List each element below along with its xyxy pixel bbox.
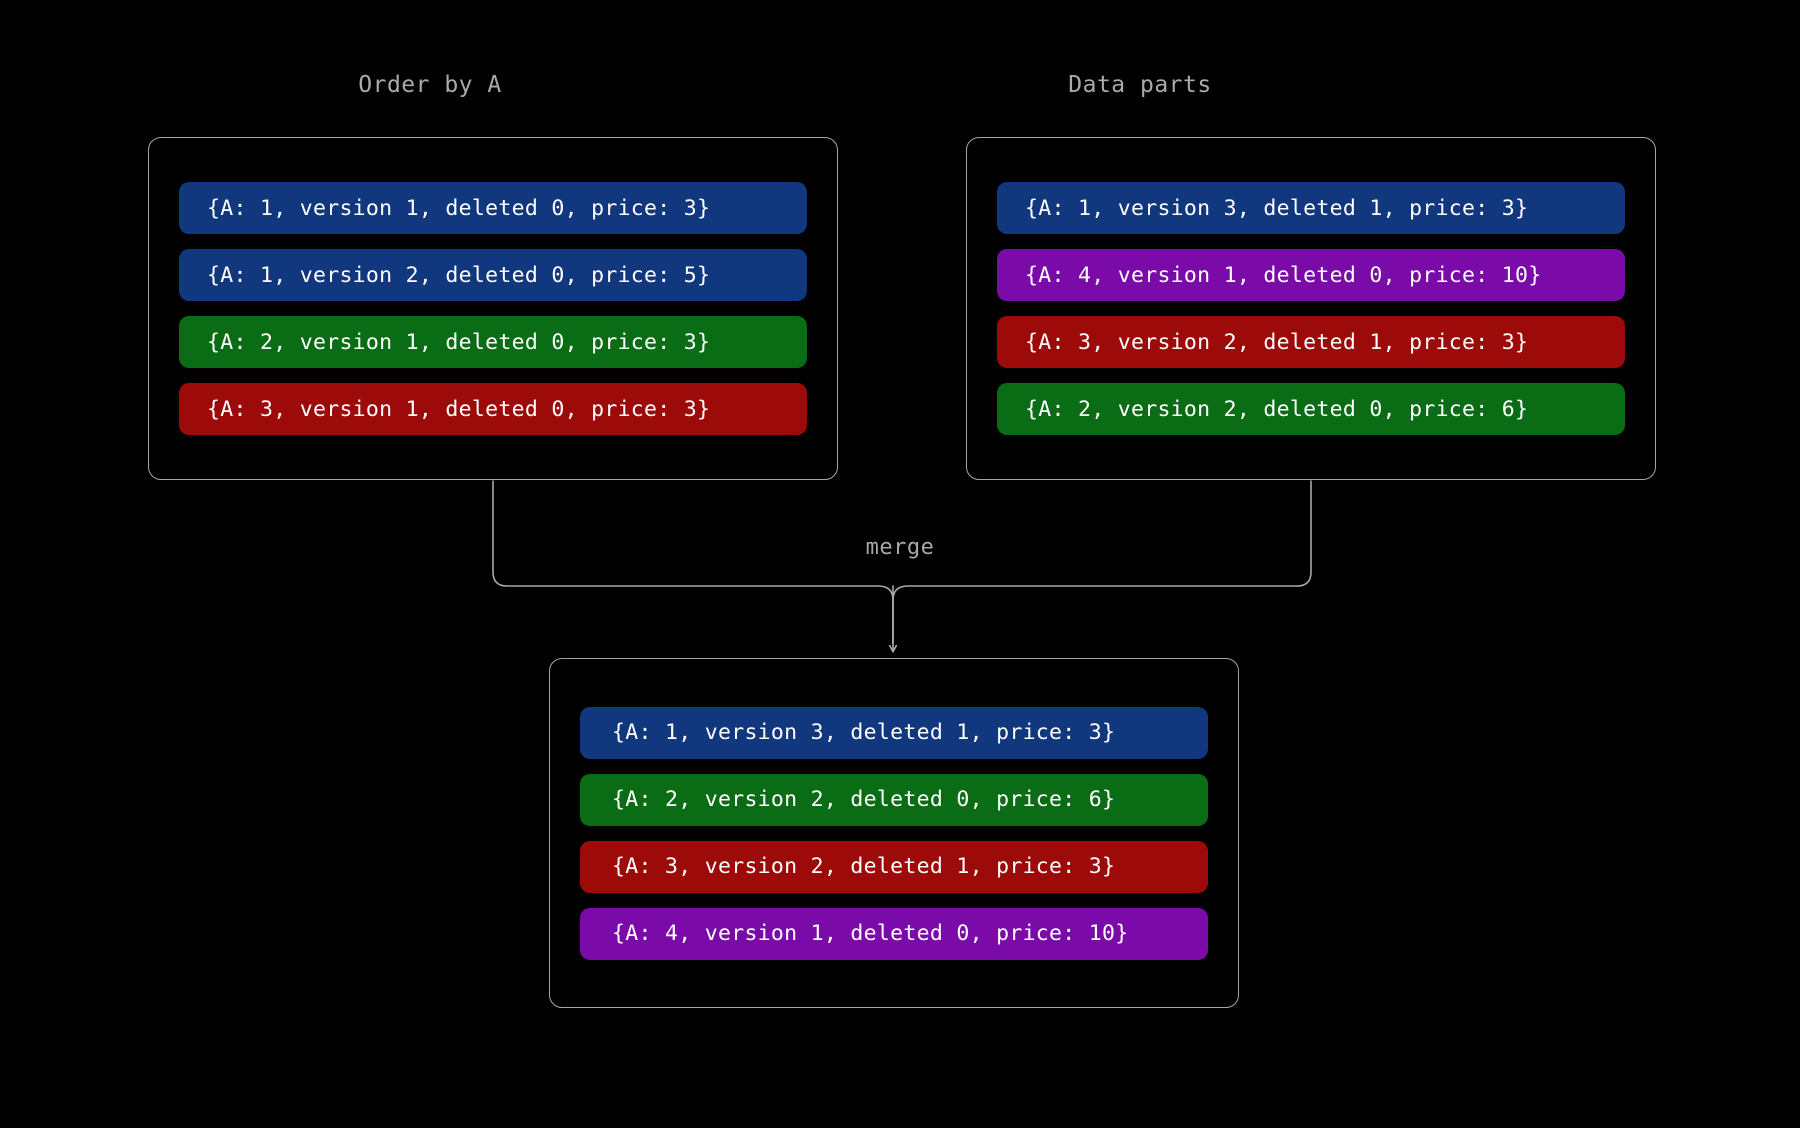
panel-order-by-a: {A: 1, version 1, deleted 0, price: 3} {… [148, 137, 838, 480]
record-list-data-parts: {A: 1, version 3, deleted 1, price: 3} {… [997, 182, 1625, 435]
record-list-merged: {A: 1, version 3, deleted 1, price: 3} {… [580, 706, 1208, 960]
connector-order-to-merge [492, 480, 894, 644]
panel-data-parts: {A: 1, version 3, deleted 1, price: 3} {… [966, 137, 1656, 480]
record-row[interactable]: {A: 3, version 2, deleted 1, price: 3} [580, 840, 1208, 893]
record-list-order-by-a: {A: 1, version 1, deleted 0, price: 3} {… [179, 182, 807, 435]
record-row[interactable]: {A: 4, version 1, deleted 0, price: 10} [997, 249, 1625, 301]
panel-title-order-by-a: Order by A [358, 72, 502, 98]
record-row[interactable]: {A: 3, version 1, deleted 0, price: 3} [179, 383, 807, 435]
connector-parts-to-merge [892, 480, 1312, 644]
merge-label: merge [865, 535, 935, 560]
record-row[interactable]: {A: 1, version 3, deleted 1, price: 3} [997, 182, 1625, 234]
record-row[interactable]: {A: 3, version 2, deleted 1, price: 3} [997, 316, 1625, 368]
record-row[interactable]: {A: 2, version 1, deleted 0, price: 3} [179, 316, 807, 368]
record-row[interactable]: {A: 2, version 2, deleted 0, price: 6} [997, 383, 1625, 435]
record-row[interactable]: {A: 2, version 2, deleted 0, price: 6} [580, 773, 1208, 826]
record-row[interactable]: {A: 1, version 1, deleted 0, price: 3} [179, 182, 807, 234]
panel-merged-result: {A: 1, version 3, deleted 1, price: 3} {… [549, 658, 1239, 1008]
record-row[interactable]: {A: 1, version 3, deleted 1, price: 3} [580, 706, 1208, 759]
record-row[interactable]: {A: 1, version 2, deleted 0, price: 5} [179, 249, 807, 301]
record-row[interactable]: {A: 4, version 1, deleted 0, price: 10} [580, 907, 1208, 960]
panel-title-data-parts: Data parts [1068, 72, 1212, 98]
